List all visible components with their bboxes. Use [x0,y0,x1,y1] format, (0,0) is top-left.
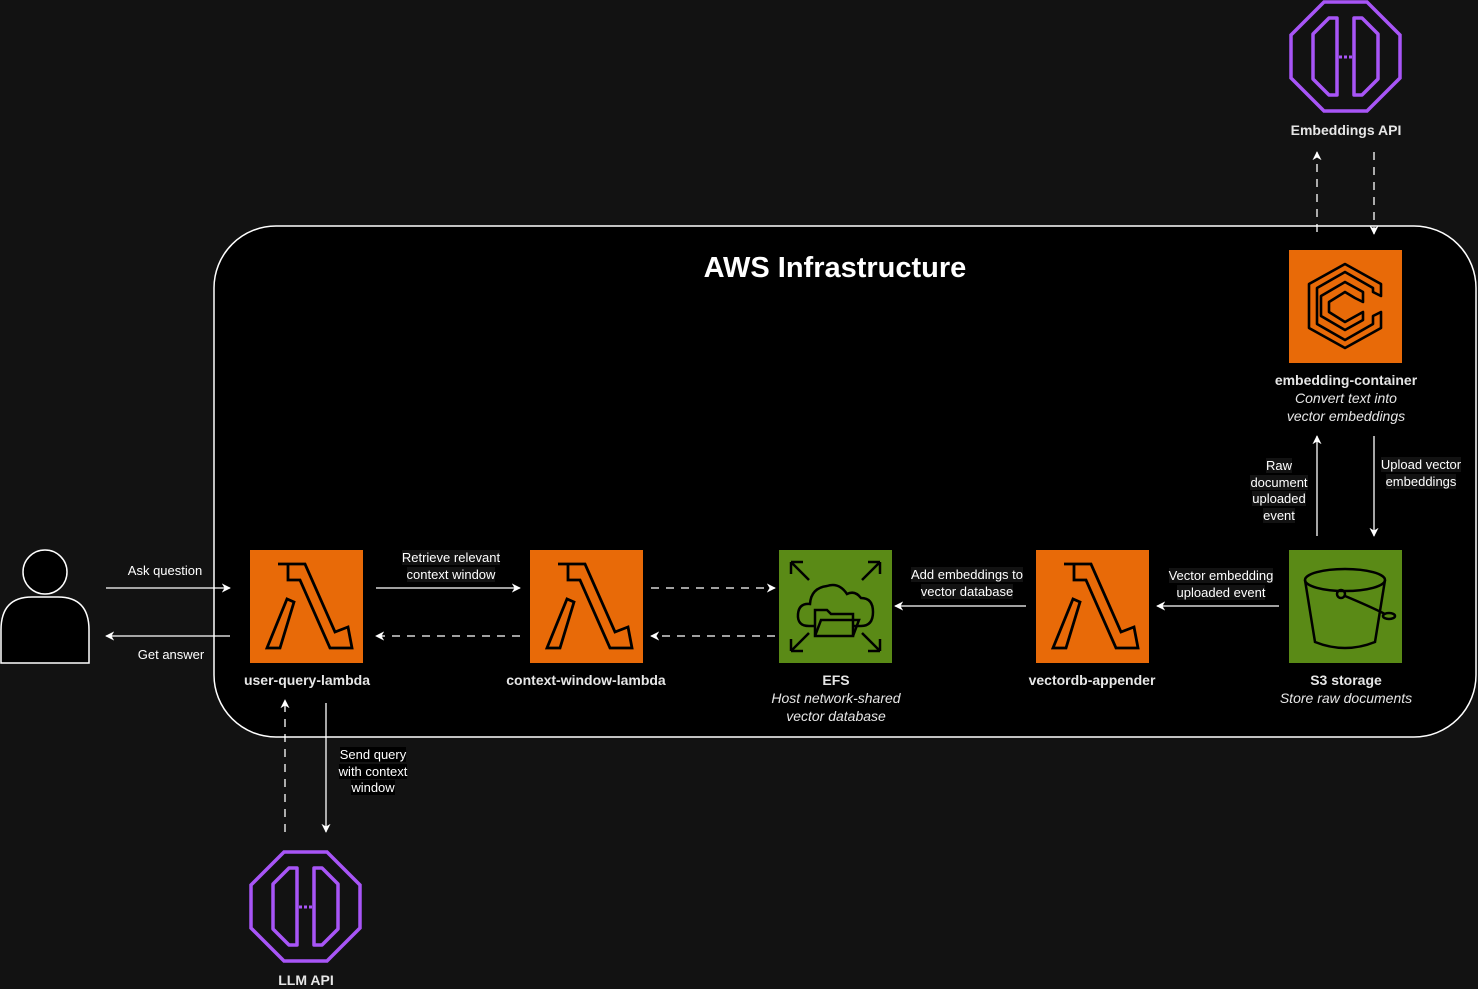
node-description: Host network-shared vector database [771,690,901,724]
edge-label-send-query: Send query with context window [338,747,408,795]
user-icon [0,549,90,664]
node-name: S3 storage [1310,672,1382,688]
node-name: LLM API [278,972,334,988]
efs-label: EFS Host network-shared vector database [746,671,926,725]
node-name: vectordb-appender [1028,672,1156,688]
vectordb-appender-label: vectordb-appender [992,671,1192,689]
api-endpoint-icon [1289,0,1402,113]
efs-icon [779,550,892,663]
node-description: Convert text into vector embeddings [1286,390,1406,424]
edge-label-get-answer: Get answer [137,647,205,662]
edge-label-retrieve-context: Retrieve relevant context window [401,550,501,582]
llm-api-label: LLM API [226,971,386,989]
lambda-icon [530,550,643,663]
node-description: Store raw documents [1279,690,1413,706]
node-name: context-window-lambda [506,672,666,688]
ecs-container-icon [1289,250,1402,363]
diagram-title: AWS Infrastructure [703,252,967,284]
node-name: embedding-container [1274,372,1418,388]
edge-label-vector-embedding-event: Vector embedding uploaded event [1168,568,1274,600]
s3-bucket-icon [1289,550,1402,663]
user-query-lambda-label: user-query-lambda [207,671,407,689]
embedding-container-label: embedding-container Convert text into ve… [1256,371,1436,425]
edge-label-upload-vector-embeddings: Upload vector embeddings [1380,457,1462,489]
node-name: Embeddings API [1290,122,1402,138]
lambda-icon [250,550,363,663]
edge-label-raw-document-event: Raw document uploaded event [1250,458,1308,523]
s3-storage-label: S3 storage Store raw documents [1256,671,1436,707]
lambda-icon [1036,550,1149,663]
edge-label-ask-question: Ask question [127,563,203,578]
node-name: user-query-lambda [243,672,371,688]
embeddings-api-label: Embeddings API [1266,121,1426,139]
edge-label-add-embeddings: Add embeddings to vector database [910,567,1024,599]
context-window-lambda-label: context-window-lambda [486,671,686,689]
node-name: EFS [822,672,850,688]
api-endpoint-icon [249,850,362,963]
